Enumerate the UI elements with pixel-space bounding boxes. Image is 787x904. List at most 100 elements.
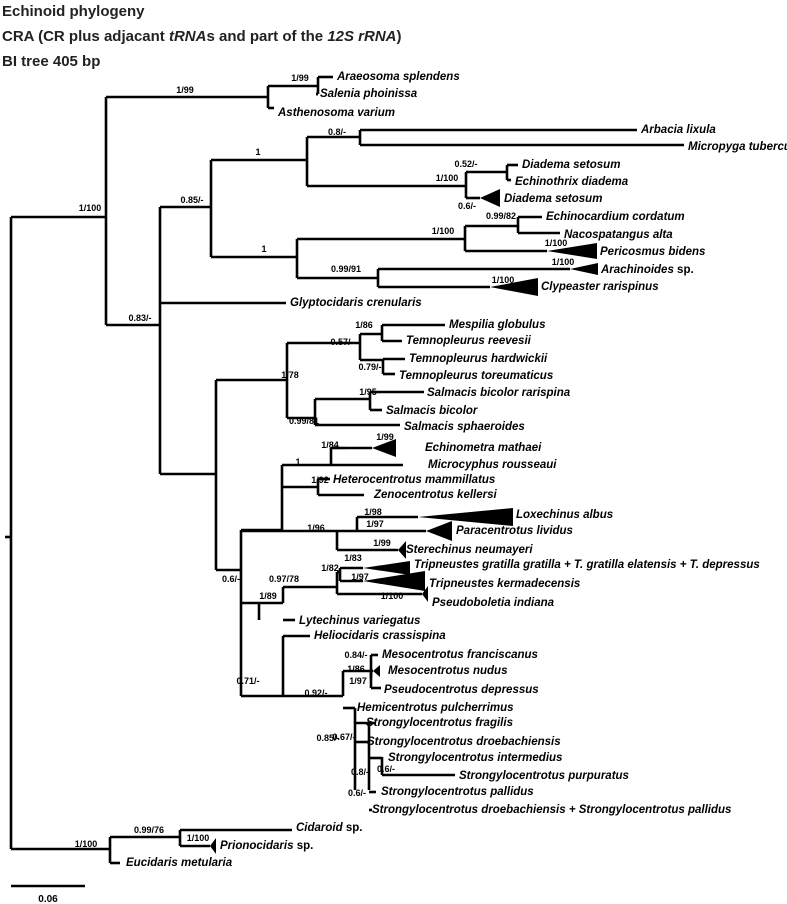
support-value: 0.57/- [330, 337, 353, 347]
support-value: 1/98 [364, 507, 382, 517]
support-value: 1/100 [552, 257, 575, 267]
support-value: 1/97 [349, 676, 367, 686]
support-value: 0.97/78 [269, 574, 299, 584]
taxon-label: Cidaroid sp. [296, 822, 362, 834]
taxon-label: Arachinoides sp. [600, 264, 694, 276]
collapsed-clade [426, 521, 452, 541]
support-value: 1 [295, 457, 300, 467]
support-value: 1/78 [281, 370, 299, 380]
scale-bar-label: 0.06 [38, 894, 58, 904]
subtitle-part: CRA (CR plus adjacant [2, 28, 169, 45]
taxon-label: Strongylocentrotus purpuratus [459, 770, 629, 782]
taxon-label: Lytechinus variegatus [299, 615, 420, 627]
taxon-label: Tripneustes kermadecensis [429, 578, 580, 590]
subtitle: CRA (CR plus adjacant tRNAs and part of … [2, 28, 402, 45]
support-value: 1/100 [436, 173, 459, 183]
title: Echinoid phylogeny [2, 3, 145, 20]
collapsed-clade [547, 243, 597, 259]
support-value: 0.92/- [304, 688, 327, 698]
taxon-label: Mespilia globulus [449, 319, 545, 331]
taxon-label: Salenia phoinissa [320, 88, 418, 100]
taxon-label: Arbacia lixula [640, 124, 716, 136]
taxon-label: Zenocentrotus kellersi [373, 489, 498, 501]
support-value: 1/100 [75, 839, 98, 849]
support-value: 1/100 [492, 275, 515, 285]
support-value: 1/100 [79, 203, 102, 213]
support-value: 0.6/- [458, 201, 476, 211]
support-value: 0.85/- [316, 733, 339, 743]
taxon-label: Pseudoboletia indiana [432, 597, 555, 609]
support-value: 0.8/- [351, 767, 369, 777]
support-value: 0.83/- [128, 313, 151, 323]
taxon-label: Strongylocentrotus droebachiensis + Stro… [372, 804, 731, 816]
support-value: 0.79/- [358, 362, 381, 372]
taxon-label: Echinothrix diadema [515, 176, 629, 188]
taxon-label: Temnopleurus hardwickii [409, 353, 548, 365]
support-value: 1/100 [545, 238, 568, 248]
collapsed-clade [570, 263, 598, 275]
support-value: 0.8/- [328, 127, 346, 137]
taxon-label: Temnopleurus reevesii [406, 335, 532, 347]
support-value: 1/97 [351, 572, 369, 582]
support-value: 1/99 [373, 538, 391, 548]
support-value: 1/89 [259, 591, 277, 601]
taxon-label: Strongylocentrotus fragilis [366, 717, 513, 729]
taxon-label: Heliocidaris crassispina [314, 630, 446, 642]
support-value: 1/82 [321, 563, 339, 573]
support-value: 1/86 [355, 320, 373, 330]
support-value: 1/100 [381, 591, 404, 601]
support-value: 0.52/- [454, 159, 477, 169]
taxon-label: Salmacis bicolor rarispina [427, 387, 571, 399]
support-value: 1 [255, 147, 260, 157]
subtitle-part: ) [396, 28, 402, 45]
taxon-label: Araeosoma splendens [336, 71, 460, 83]
support-value: 0.6/- [377, 764, 395, 774]
taxon-label: Mesocentrotus nudus [388, 665, 507, 677]
taxon-label: Salmacis sphaeroides [404, 421, 525, 433]
collapsed-clade [210, 838, 216, 854]
collapsed-clade [418, 508, 513, 526]
support-value: 1/92 [311, 475, 329, 485]
subtitle-part: tRNA [168, 28, 207, 45]
support-value: 1/99 [376, 432, 394, 442]
taxon-label: Temnopleurus toreumaticus [399, 370, 553, 382]
support-value: 1/86 [347, 664, 365, 674]
support-value: 1/84 [321, 440, 339, 450]
support-value: 0.99/81 [289, 416, 319, 426]
taxon-label: Sterechinus neumayeri [406, 544, 533, 556]
taxon-label: Diadema setosum [504, 193, 602, 205]
taxon-label: Eucidaris metularia [126, 857, 233, 869]
collapsed-clade [363, 561, 410, 575]
taxon-label: Asthenosoma varium [277, 107, 395, 119]
support-value: 0.85/- [180, 195, 203, 205]
collapsed-clade [490, 278, 538, 296]
support-value: 0.6/- [348, 788, 366, 798]
taxon-label: Tripneustes gratilla gratilla + T. grati… [414, 559, 760, 571]
taxon-label: Mesocentrotus franciscanus [382, 649, 538, 661]
collapsed-clade [398, 541, 406, 559]
support-value: 1/95 [359, 387, 377, 397]
taxon-label: Micropyga tuberculata [688, 141, 787, 153]
taxon-label: Salmacis bicolor [386, 405, 478, 417]
support-value: 0.71/- [236, 676, 259, 686]
taxon-label: Glyptocidaris crenularis [290, 297, 422, 309]
support-value: 1/83 [344, 553, 362, 563]
taxon-label: Echinocardium cordatum [546, 211, 685, 223]
taxon-label: Hemicentrotus pulcherrimus [357, 702, 514, 714]
tree-method-label: BI tree 405 bp [2, 53, 101, 70]
taxon-label: Strongylocentrotus intermedius [388, 752, 562, 764]
support-value: 0.67/- [332, 732, 355, 742]
support-value: 1/100 [187, 833, 210, 843]
support-value: 0.99/91 [331, 264, 361, 274]
support-value: 1/99 [291, 73, 309, 83]
support-value: 0.84/- [344, 650, 367, 660]
taxon-label: Strongylocentrotus pallidus [381, 786, 534, 798]
taxon-label: Pericosmus bidens [600, 246, 705, 258]
collapsed-clade [422, 586, 428, 602]
collapsed-clade [372, 439, 396, 457]
taxon-label: Nacospatangus alta [564, 229, 673, 241]
taxon-label: Heterocentrotus mammillatus [333, 474, 495, 486]
taxon-label: Loxechinus albus [516, 509, 613, 521]
taxon-label: Prionocidaris sp. [220, 840, 313, 852]
collapsed-clade [363, 571, 425, 591]
